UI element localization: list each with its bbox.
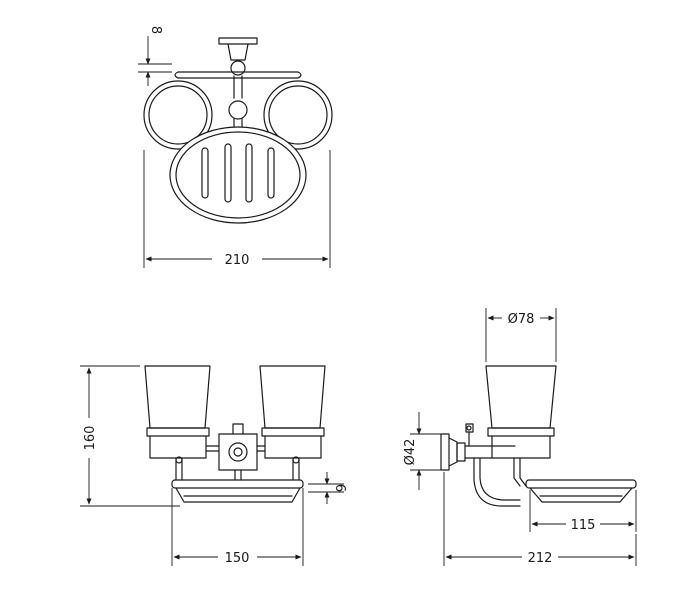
top-view: 8 210 [138, 26, 333, 268]
soap-dish-slots [201, 143, 275, 203]
dim-side-depth-label: 212 [528, 551, 553, 566]
side-view: Ø78 Ø42 115 212 [403, 308, 637, 566]
dim-side-cup-diameter-label: Ø78 [508, 312, 535, 327]
front-view: 160 6 150 [80, 365, 347, 566]
dim-front-dish: 6 [308, 472, 347, 504]
dim-top-height-label: 8 [148, 26, 163, 34]
dim-front-height-label: 160 [83, 426, 98, 451]
dim-side-flange-diameter-label: Ø42 [403, 439, 418, 466]
dim-front-dish-label: 6 [332, 484, 347, 492]
dim-top-width: 210 [143, 150, 331, 268]
dim-top-width-label: 210 [225, 253, 250, 268]
dim-side-dish: 115 [529, 490, 637, 533]
dim-side-cup-diameter: Ø78 [485, 308, 557, 362]
dim-front-width-label: 150 [225, 551, 250, 566]
dim-front-height: 160 [80, 365, 180, 507]
dim-side-flange-diameter: Ø42 [403, 412, 441, 490]
dim-top-height: 8 [138, 26, 172, 86]
dim-side-dish-label: 115 [571, 518, 596, 533]
dim-side-depth: 212 [443, 472, 637, 566]
dim-front-width: 150 [171, 488, 304, 566]
